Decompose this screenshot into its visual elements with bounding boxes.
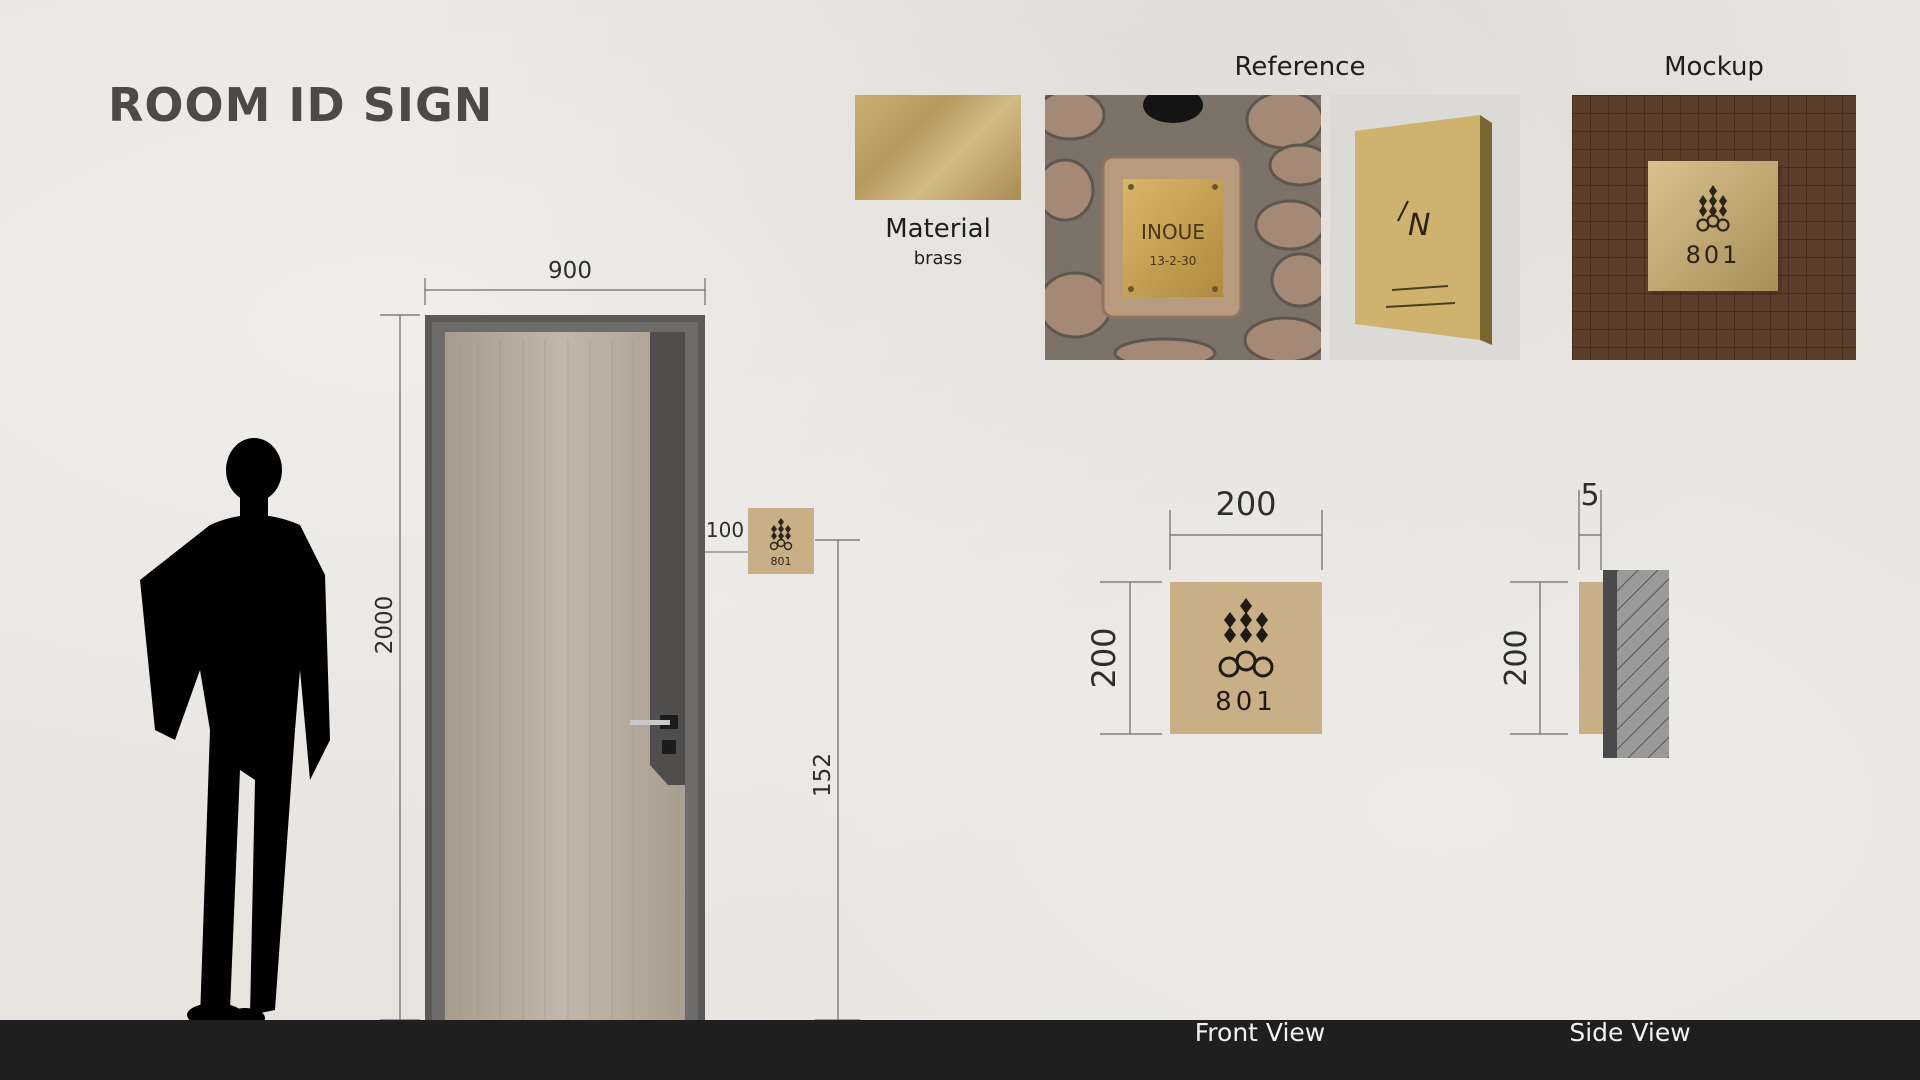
- page-title: ROOM ID SIGN: [108, 78, 494, 132]
- front-view-room-number: 801: [1215, 687, 1277, 717]
- mockup-room-number: 801: [1686, 241, 1741, 269]
- mockup-photo: 801: [1572, 95, 1856, 360]
- material-value: brass: [913, 248, 963, 269]
- elevation-sign-room-number: 801: [771, 555, 792, 568]
- front-view-width-dimension: 200: [1215, 485, 1276, 523]
- sign-size-dimension: 100: [706, 518, 744, 542]
- side-view-height-dimension: 200: [1499, 629, 1534, 686]
- front-view-label: Front View: [1194, 1018, 1326, 1047]
- reference-photo-angled-plaque: N: [1330, 95, 1520, 360]
- reference-sign-number: 13-2-30: [1150, 254, 1197, 268]
- reference-photo-stone-wall: INOUE 13-2-30: [1045, 95, 1321, 360]
- brass-material-swatch: [855, 95, 1021, 200]
- door-elevation: 900 2000 80: [0, 250, 880, 1028]
- svg-text:N: N: [1408, 208, 1430, 243]
- side-view-mounting-strip: [1603, 570, 1617, 758]
- sign-height-dimension: 152: [810, 753, 836, 797]
- reference-heading: Reference: [1234, 52, 1366, 82]
- side-view-thickness-dimension: 5: [1580, 478, 1599, 513]
- human-silhouette: [140, 438, 330, 1028]
- door-width-dimension: 900: [548, 258, 592, 284]
- side-view-wall-section: [1617, 570, 1669, 758]
- material-label: Material: [885, 214, 991, 244]
- side-view-plate: [1579, 582, 1603, 734]
- bottom-bar: [0, 1020, 1920, 1080]
- front-view-height-dimension: 200: [1085, 627, 1123, 688]
- door-height-dimension: 2000: [372, 596, 398, 655]
- front-view-drawing: 200 200 801: [1070, 470, 1350, 750]
- side-view-label: Side View: [1569, 1018, 1691, 1047]
- reference-sign-name: INOUE: [1141, 220, 1205, 244]
- mockup-heading: Mockup: [1664, 52, 1764, 82]
- side-view-drawing: 5 200: [1480, 470, 1700, 770]
